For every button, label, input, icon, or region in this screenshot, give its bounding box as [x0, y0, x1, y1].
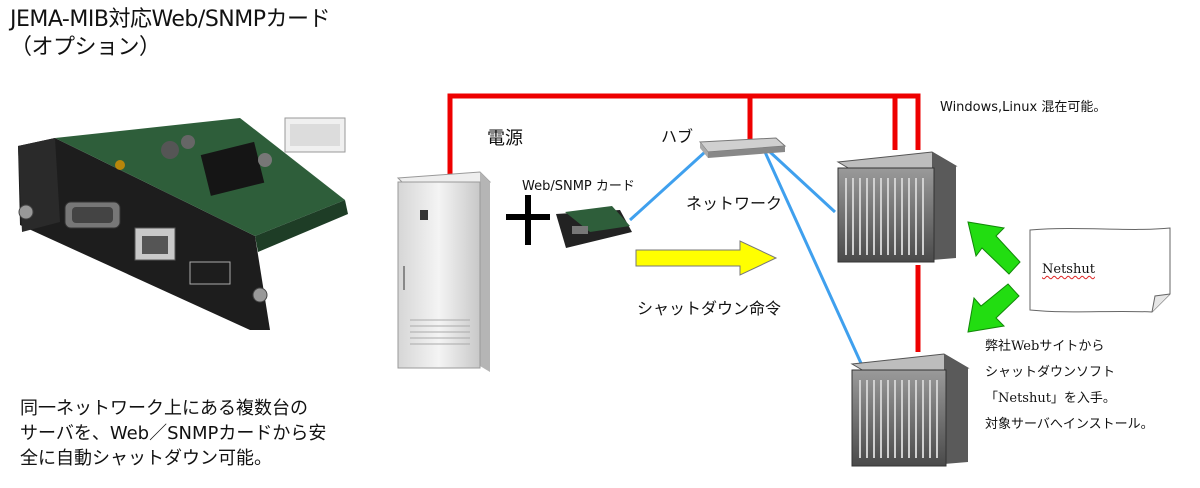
plus-icon	[506, 195, 550, 245]
ups-cabinet-icon	[396, 171, 492, 372]
diagram-title: JEMA-MIB対応Web/SNMPカード （オプション）	[10, 6, 330, 62]
network-card-icon	[18, 117, 348, 330]
title-line-1: JEMA-MIB対応Web/SNMPカード	[10, 7, 330, 32]
caption-line: サーバを、Web／SNMPカードから安	[20, 423, 327, 444]
note-line: 対象サーバへインストール。	[985, 417, 1154, 432]
netshut-document-label: Netshut	[1042, 262, 1095, 277]
small-card-icon	[556, 206, 632, 248]
caption-line: 全に自動シャットダウン可能。	[20, 448, 272, 469]
title-line-2: （オプション）	[10, 35, 161, 60]
hub-label: ハブ	[661, 127, 694, 146]
power-label: 電源	[487, 128, 523, 149]
caption-line: 同一ネットワーク上にある複数台の	[20, 398, 308, 419]
note-line: 「Netshut」を入手。	[985, 391, 1116, 406]
power-lines	[447, 93, 921, 352]
document-icon	[1029, 227, 1171, 313]
netshut-install-note: 弊社Webサイトから シャットダウンソフト 「Netshut」を入手。 対象サー…	[985, 334, 1154, 438]
shutdown-command-label: シャットダウン命令	[637, 299, 782, 318]
network-hub-icon	[699, 137, 787, 158]
install-arrows	[967, 221, 1021, 333]
network-label: ネットワーク	[686, 194, 783, 213]
blade-server-icon	[850, 353, 970, 467]
card-label: Web/SNMP カード	[522, 179, 635, 194]
diagram-caption: 同一ネットワーク上にある複数台の サーバを、Web／SNMPカードから安 全に自…	[20, 396, 420, 471]
note-line: シャットダウンソフト	[985, 365, 1116, 380]
shutdown-arrow	[635, 240, 778, 276]
note-line: 弊社Webサイトから	[985, 339, 1105, 354]
network-lines	[628, 150, 867, 373]
os-mix-label: Windows,Linux 混在可能。	[940, 100, 1107, 115]
blade-server-icon	[836, 151, 958, 263]
